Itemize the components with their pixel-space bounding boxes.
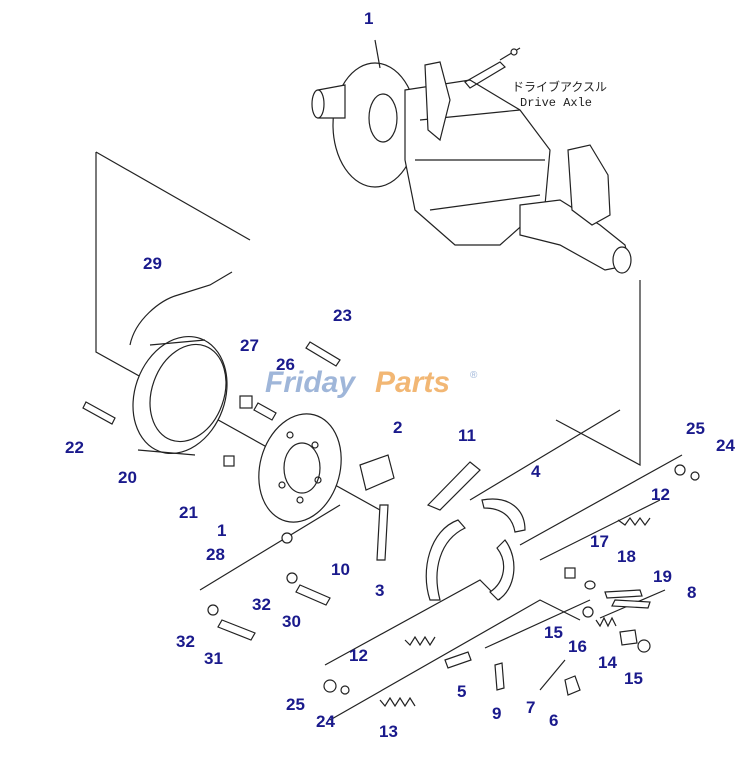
callout-26: 26 [276, 355, 295, 374]
pin-19 [604, 589, 643, 599]
watermark-brand-a: Friday [265, 366, 356, 399]
callout-27: 27 [240, 336, 259, 355]
callout-28: 28 [206, 545, 225, 564]
callout-13: 13 [379, 722, 398, 741]
part-28 [281, 532, 293, 544]
link-7 [539, 659, 566, 691]
callout-11: 11 [458, 426, 476, 445]
callout-5: 5 [457, 682, 466, 701]
callout-17: 17 [590, 532, 609, 551]
brake-drum [132, 335, 228, 456]
callout-24-top: 24 [716, 436, 735, 455]
callout-19: 19 [653, 567, 672, 586]
callout-23: 23 [333, 306, 352, 325]
nut-17 [564, 567, 576, 579]
lever-10 [376, 504, 389, 561]
part-6 [564, 675, 581, 696]
callout-25-low: 25 [286, 695, 305, 714]
callout-20: 20 [118, 468, 137, 487]
callout-18: 18 [617, 547, 636, 566]
callout-7: 7 [526, 698, 535, 717]
callout-21: 21 [179, 503, 198, 522]
callout-16: 16 [568, 637, 587, 656]
spring-12-low [404, 635, 436, 647]
washer-32-mid [286, 572, 298, 584]
back-plate [258, 413, 342, 523]
clip-24-low [340, 685, 350, 695]
watermark-brand-b: Parts [375, 366, 450, 399]
callout-30: 30 [282, 612, 301, 631]
bolt-30 [295, 584, 331, 606]
watermark-registered-mark: ® [470, 370, 478, 381]
drive-axle-drawing [311, 47, 632, 274]
bolt-23 [305, 341, 341, 367]
spring-12-right [617, 516, 651, 527]
callout-15-low: 15 [624, 669, 643, 688]
clip-24-top [690, 471, 700, 481]
callout-numbers: 1 29 23 27 26 22 20 21 1 28 2 11 4 25 24… [65, 9, 735, 741]
ring-25-top [674, 464, 686, 476]
brake-shoe-4 [481, 498, 526, 533]
brake-shoe-4-lower [489, 539, 515, 601]
wheel-cylinder-2 [359, 454, 395, 491]
part-27 [239, 395, 253, 409]
cap-14 [619, 629, 638, 646]
spring-13 [379, 696, 416, 708]
callout-29: 29 [143, 254, 162, 273]
washer-15-low [637, 639, 651, 653]
callout-4: 4 [531, 462, 541, 481]
drive-axle-caption-jp: ドライブアクスル [512, 79, 607, 94]
callout-6: 6 [549, 711, 558, 730]
pin-8 [611, 599, 651, 609]
callout-24-low: 24 [316, 712, 335, 731]
callout-32-low: 32 [176, 632, 195, 651]
callout-31: 31 [204, 649, 223, 668]
lever-9 [494, 662, 505, 691]
callout-2: 2 [393, 418, 402, 437]
drive-axle-caption-en: Drive Axle [520, 96, 592, 110]
callout-12-low: 12 [349, 646, 368, 665]
spring-16 [595, 616, 617, 628]
part-26 [253, 402, 277, 421]
callout-14: 14 [598, 653, 617, 672]
washer-18 [584, 580, 596, 590]
callout-3: 3 [375, 581, 384, 600]
cable-29 [129, 271, 233, 346]
callout-25-top: 25 [686, 419, 705, 438]
bolt-22 [82, 401, 116, 425]
bolt-31 [217, 619, 256, 641]
friday-parts-watermark: Friday Parts ® [265, 366, 478, 399]
callout-22: 22 [65, 438, 84, 457]
adjuster-5 [444, 651, 472, 669]
callout-15-mid: 15 [544, 623, 563, 642]
callout-32-mid: 32 [252, 595, 271, 614]
callout-12-right: 12 [651, 485, 670, 504]
brake-shoe-3 [425, 519, 466, 601]
callout-10: 10 [331, 560, 350, 579]
washer-15-mid [582, 606, 594, 618]
callout-8: 8 [687, 583, 696, 602]
callout-9: 9 [492, 704, 501, 723]
callout-1-mid: 1 [217, 521, 226, 540]
ring-25-low [323, 679, 337, 693]
part-21 [223, 455, 235, 467]
washer-32-low [207, 604, 219, 616]
callout-1-top: 1 [364, 9, 373, 28]
lever-11 [426, 461, 481, 511]
